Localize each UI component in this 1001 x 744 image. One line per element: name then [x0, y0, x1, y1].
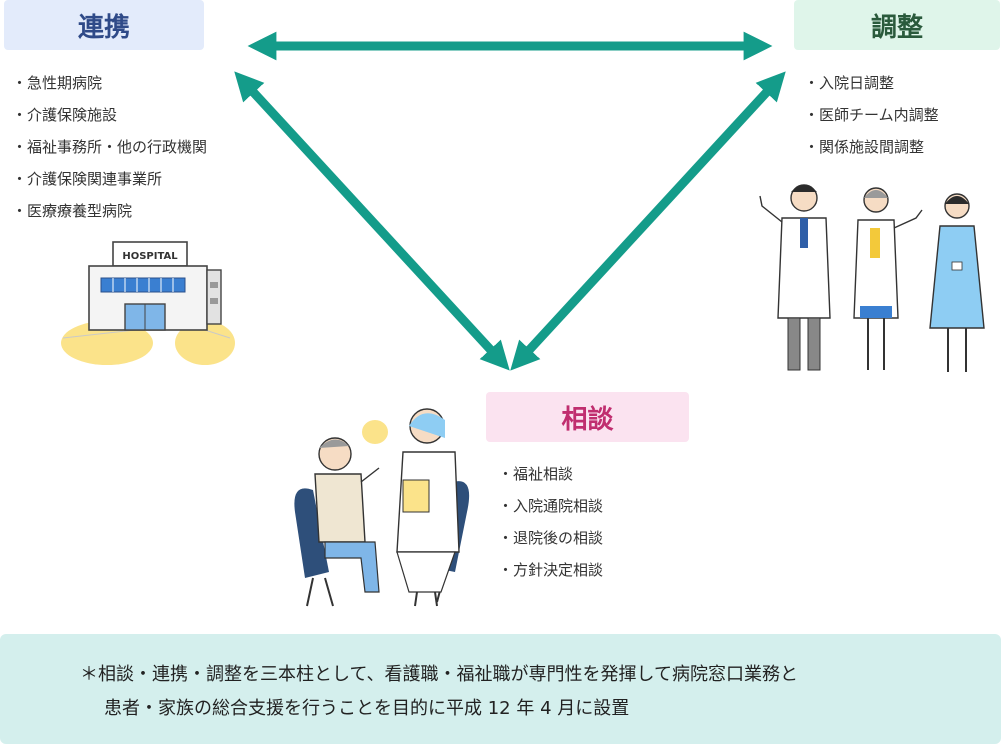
renkei-list: 急性期病院 介護保険施設 福祉事務所・他の行政機関 介護保険関連事業所 医療療養…	[12, 67, 207, 227]
chousei-list: 入院日調整 医師チーム内調整 関係施設間調整	[804, 67, 939, 163]
soudan-title: 相談	[486, 392, 689, 442]
consultation-illustration	[294, 408, 470, 607]
list-item: 入院通院相談	[498, 490, 603, 522]
list-item: 介護保険関連事業所	[12, 163, 207, 195]
hospital-sign: HOSPITAL	[122, 251, 178, 262]
list-item: 福祉相談	[498, 458, 603, 490]
medical-staff-illustration	[759, 184, 985, 372]
list-item: 方針決定相談	[498, 554, 603, 586]
footer-line-2: 患者・家族の総合支援を行うことを目的に平成 12 年 4 月に設置	[104, 698, 630, 719]
footer-note: ＊相談・連携・調整を三本柱として、看護職・福祉職が専門性を発揮して病院窓口業務と…	[0, 634, 1001, 744]
list-item: 医師チーム内調整	[804, 99, 939, 131]
soudan-list: 福祉相談 入院通院相談 退院後の相談 方針決定相談	[498, 458, 603, 586]
list-item: 退院後の相談	[498, 522, 603, 554]
footer-line-1: ＊相談・連携・調整を三本柱として、看護職・福祉職が専門性を発揮して病院窓口業務と	[80, 664, 799, 685]
arrow-renkei-soudan	[234, 71, 510, 371]
chousei-title: 調整	[794, 0, 1000, 50]
list-item: 入院日調整	[804, 67, 939, 99]
hospital-illustration: HOSPITAL	[61, 241, 235, 365]
list-item: 医療療養型病院	[12, 195, 207, 227]
list-item: 関係施設間調整	[804, 131, 939, 163]
list-item: 介護保険施設	[12, 99, 207, 131]
arrow-chousei-soudan	[510, 71, 786, 371]
list-item: 急性期病院	[12, 67, 207, 99]
renkei-title: 連携	[4, 0, 204, 50]
list-item: 福祉事務所・他の行政機関	[12, 131, 207, 163]
